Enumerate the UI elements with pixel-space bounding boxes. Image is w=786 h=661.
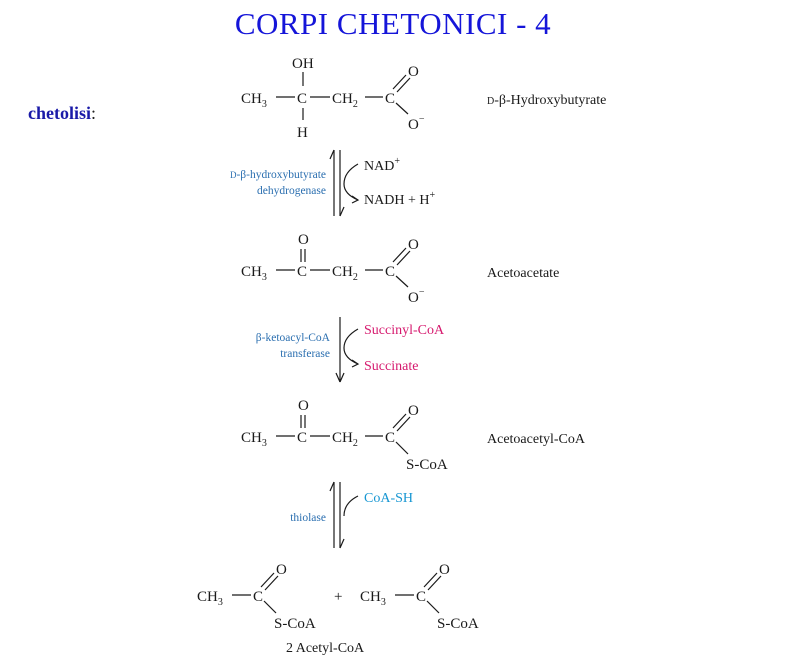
bond-c-s	[426, 600, 440, 614]
group-scoa: S-CoA	[406, 457, 448, 473]
atom-c-carboxyl: C	[385, 264, 395, 280]
atom-c: C	[253, 589, 263, 605]
enzyme-thiolase: thiolase	[290, 512, 326, 524]
product-succinate: Succinate	[364, 359, 418, 374]
bond-double-o-a	[392, 74, 407, 90]
group-scoa: S-CoA	[437, 616, 479, 632]
bond-single-o	[395, 275, 409, 288]
arrow-forward-head-r	[339, 372, 345, 383]
atom-h: H	[297, 125, 308, 141]
bond-double-o-a	[423, 572, 438, 588]
bond-double-o-b	[264, 575, 279, 591]
atom-o: O	[408, 237, 419, 253]
atom-oh: OH	[292, 56, 314, 72]
atom-c: C	[416, 589, 426, 605]
name-acetyl-coa: 2 Acetyl-CoA	[286, 641, 365, 656]
atom-ch3: CH3	[360, 589, 386, 608]
step-thiolase: thiolase CoA-SH	[290, 481, 413, 549]
reagent-curve	[343, 495, 359, 517]
arrow-forward-head	[339, 206, 345, 217]
name-acetoacetate: Acetoacetate	[487, 266, 559, 281]
atom-ch3: CH3	[241, 430, 267, 449]
name-hydroxybutyrate: D-β-Hydroxybutyrate	[487, 93, 606, 108]
enzyme-transferase-line1: β-ketoacyl-CoA	[256, 332, 331, 344]
compound-acetoacetate: O CH3 C CH2 C O O− Acetoacetate	[241, 232, 559, 306]
atom-o: O	[408, 64, 419, 80]
slide-title: CORPI CHETONICI - 4	[234, 6, 552, 41]
atom-o-keto: O	[298, 232, 309, 248]
bond-double-o-b	[396, 416, 411, 432]
atom-ch3: CH3	[241, 91, 267, 110]
name-acetoacetyl-coa: Acetoacetyl-CoA	[487, 432, 586, 447]
arrow-forward-head-l	[335, 372, 341, 383]
arrow-reverse-head	[329, 481, 335, 492]
compound-acetoacetyl-coa: O CH3 C CH2 C O S-CoA Acetoacetyl-CoA	[241, 398, 586, 473]
enzyme-dehydrogenase-line2: dehydrogenase	[257, 185, 326, 197]
atom-c-keto: C	[297, 430, 307, 446]
atom-o-minus: O−	[408, 287, 425, 306]
step-transferase: β-ketoacyl-CoA transferase Succinyl-CoA …	[256, 317, 445, 383]
cofactor-curve-head	[351, 195, 360, 204]
cofactor-nad: NAD+	[364, 156, 400, 174]
atom-c-alpha: C	[297, 91, 307, 107]
bond-c-s	[395, 441, 409, 455]
atom-ch3: CH3	[197, 589, 223, 608]
atom-c-keto: C	[297, 264, 307, 280]
cofactor-nadh: NADH + H+	[364, 190, 435, 208]
group-scoa: S-CoA	[274, 616, 316, 632]
atom-ch2: CH2	[332, 430, 358, 449]
step-dehydrogenase: D-β-hydroxybutyrate dehydrogenase NAD+ N…	[230, 149, 435, 217]
arrow-reverse-head	[329, 149, 335, 160]
bond-double-o-a	[392, 413, 407, 429]
atom-o: O	[408, 403, 419, 419]
atom-o: O	[276, 562, 287, 578]
compound-hydroxybutyrate: OH CH3 C CH2 C H O O− D-β-Hydroxybutyrat…	[241, 56, 606, 141]
bond-double-o-a	[260, 572, 275, 588]
atom-ch2: CH2	[332, 264, 358, 283]
atom-ch3: CH3	[241, 264, 267, 283]
atom-o: O	[439, 562, 450, 578]
atom-o-keto: O	[298, 398, 309, 414]
plus-sign: +	[334, 589, 342, 605]
reagent-coa-sh: CoA-SH	[364, 491, 413, 506]
reagent-curve-head	[351, 359, 360, 368]
atom-o-minus: O−	[408, 114, 425, 133]
bond-single-o	[395, 102, 409, 115]
cofactor-curve	[343, 163, 359, 201]
enzyme-transferase-line2: transferase	[280, 348, 330, 360]
compound-acetyl-coa-right: CH3 C O S-CoA	[360, 562, 479, 632]
atom-ch2: CH2	[332, 91, 358, 110]
section-label-text: chetolisi	[28, 103, 91, 123]
section-label: chetolisi:	[28, 103, 96, 124]
bond-double-o-b	[396, 250, 411, 266]
reagent-succinyl-coa: Succinyl-CoA	[364, 323, 445, 338]
atom-c-thioester: C	[385, 430, 395, 446]
reagent-curve	[343, 328, 359, 365]
section-label-colon: :	[91, 103, 97, 123]
arrow-forward-head	[339, 538, 345, 549]
enzyme-dehydrogenase-line1: D-β-hydroxybutyrate	[230, 169, 326, 181]
bond-c-s	[263, 600, 277, 614]
bond-double-o-a	[392, 247, 407, 263]
bond-double-o-b	[427, 575, 442, 591]
atom-c-carboxyl: C	[385, 91, 395, 107]
bond-double-o-b	[396, 77, 411, 93]
compound-acetyl-coa-left: CH3 C O S-CoA	[197, 562, 316, 632]
